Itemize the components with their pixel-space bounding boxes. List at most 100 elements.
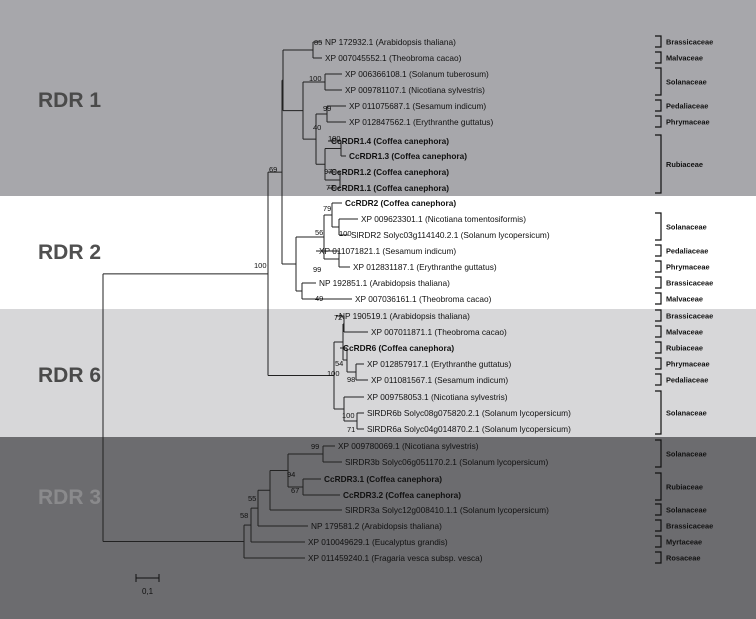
- bootstrap-value: 94: [287, 470, 295, 479]
- leaf-label: XP 009780069.1 (Nicotiana sylvestris): [338, 441, 479, 451]
- leaf-label: SlRDR3b Solyc06g051170.2.1 (Solanum lyco…: [345, 457, 548, 467]
- leaf-label: XP 007045552.1 (Theobroma cacao): [325, 53, 462, 63]
- family-label: Rosaceae: [666, 554, 701, 563]
- bootstrap-value: 77: [326, 183, 334, 192]
- leaf-label: XP 011071821.1 (Sesamum indicum): [319, 246, 456, 256]
- leaf-label: XP 007036161.1 (Theobroma cacao): [355, 294, 492, 304]
- bootstrap-value: 69: [269, 165, 277, 174]
- leaf-label: NP 192851.1 (Arabidopsis thaliana): [319, 278, 450, 288]
- leaf-label: SlRDR2 Solyc03g114140.2.1 (Solanum lycop…: [351, 230, 550, 240]
- family-bracket: [655, 439, 662, 468]
- scale-label: 0,1: [142, 587, 154, 596]
- leaf-label: CcRDR1.2 (Coffea canephora): [331, 167, 449, 177]
- family-label: Brassicaceae: [666, 279, 713, 288]
- band-rdr-1: [0, 0, 756, 196]
- leaf-label: XP 012831187.1 (Erythranthe guttatus): [353, 262, 497, 272]
- leaf-label: SlRDR6a Solyc04g014870.2.1 (Solanum lyco…: [367, 424, 571, 434]
- family-label: Solanaceae: [666, 409, 707, 418]
- leaf-label: CcRDR1.4 (Coffea canephora): [331, 136, 449, 146]
- family-label: Brassicaceae: [666, 38, 713, 47]
- family-bracket: [655, 390, 662, 435]
- family-label: Phrymaceae: [666, 360, 710, 369]
- leaf-label: SlRDR3a Solyc12g008410.1.1 (Solanum lyco…: [345, 505, 549, 515]
- family-bracket: [655, 67, 662, 96]
- bootstrap-value: 58: [240, 511, 248, 520]
- family-bracket: [655, 244, 662, 257]
- group-label: RDR 3: [38, 486, 101, 509]
- bootstrap-value: 97: [324, 167, 332, 176]
- bootstrap-value: 71: [347, 425, 355, 434]
- leaf-label: XP 012857917.1 (Erythranthe guttatus): [367, 359, 511, 369]
- family-bracket: [655, 535, 662, 548]
- bootstrap-value: 100: [327, 369, 340, 378]
- family-label: Pedaliaceae: [666, 102, 708, 111]
- leaf-label: NP 190519.1 (Arabidopsis thaliana): [339, 311, 470, 321]
- band-rdr-6: [0, 309, 756, 437]
- bootstrap-value: 72: [334, 313, 342, 322]
- family-label: Solanaceae: [666, 450, 707, 459]
- family-label: Solanaceae: [666, 223, 707, 232]
- family-bracket: [655, 260, 662, 273]
- family-bracket: [655, 325, 662, 338]
- family-bracket: [655, 35, 662, 48]
- family-label: Solanaceae: [666, 78, 707, 87]
- group-label: RDR 2: [38, 241, 101, 264]
- family-bracket: [655, 212, 662, 241]
- bootstrap-value: 100: [309, 74, 322, 83]
- bootstrap-value: 99: [311, 442, 319, 451]
- family-label: Malvaceae: [666, 295, 703, 304]
- family-label: Pedaliaceae: [666, 247, 708, 256]
- family-bracket: [655, 51, 662, 64]
- bootstrap-value: 98: [347, 375, 355, 384]
- family-bracket: [655, 519, 662, 532]
- family-label: Solanaceae: [666, 506, 707, 515]
- leaf-label: CcRDR2 (Coffea canephora): [345, 198, 456, 208]
- bootstrap-value: 79: [323, 204, 331, 213]
- bootstrap-value: 100: [339, 229, 352, 238]
- leaf-label: XP 007011871.1 (Theobroma cacao): [371, 327, 507, 337]
- band-rdr-3: [0, 437, 756, 619]
- family-bracket: [655, 503, 662, 516]
- family-bracket: [655, 309, 662, 322]
- bootstrap-value: 49: [315, 294, 323, 303]
- leaf-label: XP 009623301.1 (Nicotiana tomentosiformi…: [361, 214, 526, 224]
- leaf-label: XP 012847562.1 (Erythranthe guttatus): [349, 117, 493, 127]
- bootstrap-value: 54: [335, 359, 343, 368]
- leaf-label: CcRDR6 (Coffea canephora): [343, 343, 454, 353]
- family-bracket: [655, 341, 662, 354]
- leaf-label: NP 172932.1 (Arabidopsis thaliana): [325, 37, 456, 47]
- family-label: Myrtaceae: [666, 538, 702, 547]
- family-bracket: [655, 551, 662, 564]
- group-label: RDR 6: [38, 364, 101, 387]
- group-label: RDR 1: [38, 89, 101, 112]
- family-label: Brassicaceae: [666, 312, 713, 321]
- family-label: Phrymaceae: [666, 263, 710, 272]
- bootstrap-value: 67: [291, 486, 299, 495]
- leaf-label: CcRDR1.3 (Coffea canephora): [349, 151, 467, 161]
- bootstrap-value: 56: [315, 228, 323, 237]
- family-bracket: [655, 373, 662, 386]
- leaf-label: XP 011081567.1 (Sesamum indicum): [371, 375, 508, 385]
- bootstrap-value: 100: [342, 411, 355, 420]
- family-bracket: [655, 115, 662, 128]
- family-bracket: [655, 134, 662, 194]
- leaf-label: XP 011459240.1 (Fragaria vesca subsp. ve…: [308, 553, 483, 563]
- leaf-label: XP 009781107.1 (Nicotiana sylvestris): [345, 85, 485, 95]
- family-label: Pedaliaceae: [666, 376, 708, 385]
- bootstrap-value: 55: [248, 494, 256, 503]
- leaf-label: CcRDR3.2 (Coffea canephora): [343, 490, 461, 500]
- leaf-label: SlRDR6b Solyc08g075820.2.1 (Solanum lyco…: [367, 408, 571, 418]
- bootstrap-value: 100: [254, 261, 267, 270]
- family-bracket: [655, 292, 662, 305]
- family-label: Brassicaceae: [666, 522, 713, 531]
- bootstrap-value: 85: [314, 38, 322, 47]
- family-label: Rubiaceae: [666, 344, 703, 353]
- leaf-label: XP 011075687.1 (Sesamum indicum): [349, 101, 486, 111]
- leaf-label: NP 179581.2 (Arabidopsis thaliana): [311, 521, 442, 531]
- leaf-label: XP 009758053.1 (Nicotiana sylvestris): [367, 392, 508, 402]
- bootstrap-value: 100: [328, 134, 341, 143]
- leaf-label: CcRDR3.1 (Coffea canephora): [324, 474, 442, 484]
- family-bracket: [655, 357, 662, 370]
